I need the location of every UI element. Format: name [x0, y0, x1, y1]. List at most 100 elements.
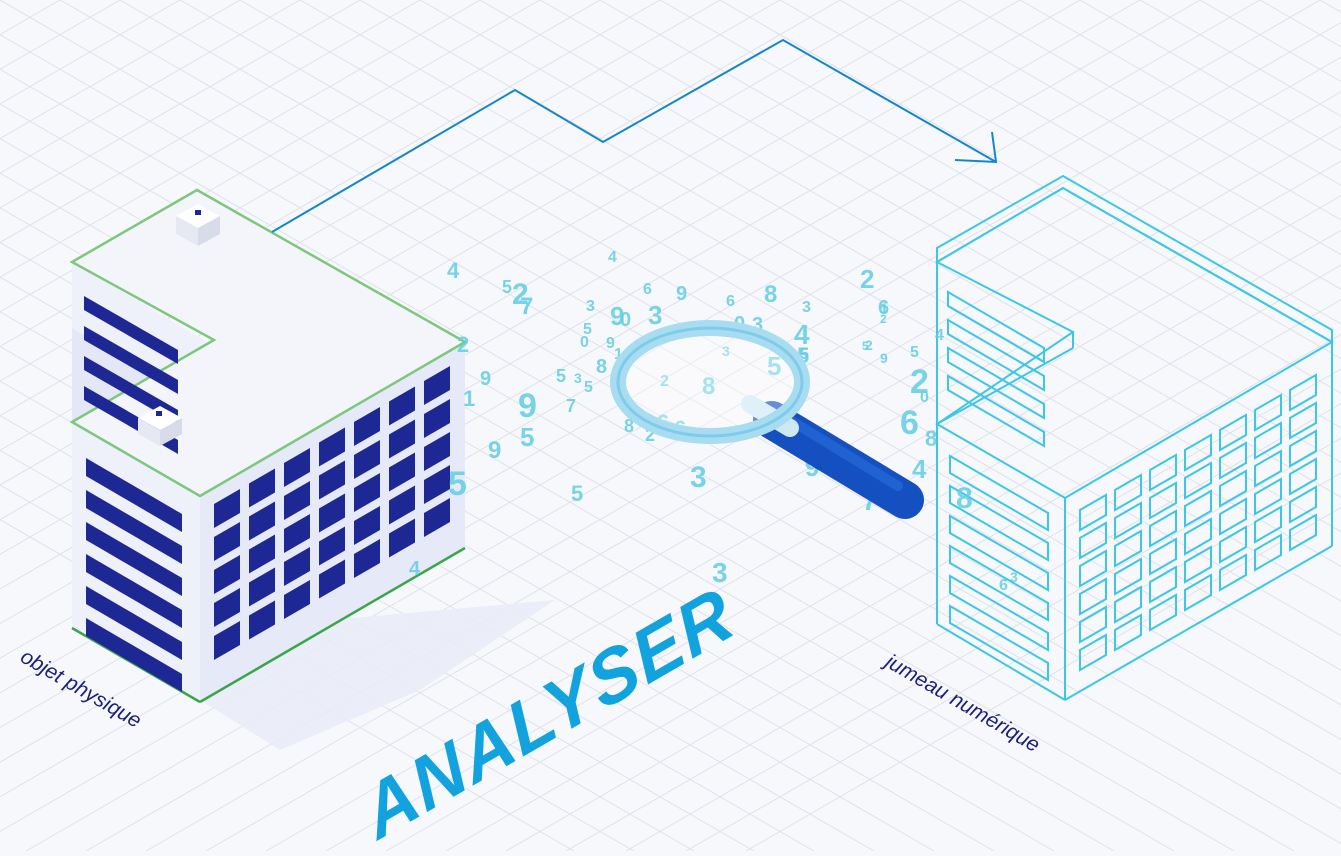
digit: 5	[502, 277, 512, 297]
digit: 4	[935, 327, 944, 344]
window	[214, 621, 240, 660]
twin-bar	[947, 346, 1045, 420]
twin-window	[1289, 401, 1317, 440]
physical-building	[69, 188, 468, 704]
twin-window	[1079, 633, 1107, 672]
grid-line	[325, 264, 1341, 851]
window	[354, 440, 380, 479]
window	[249, 600, 275, 640]
twin-window	[1184, 489, 1212, 528]
twin-window	[1254, 533, 1282, 572]
twin-window	[1289, 513, 1317, 552]
digit: 3	[802, 299, 811, 316]
window	[249, 534, 275, 574]
window	[424, 465, 450, 504]
digit: 5	[571, 481, 583, 506]
digit: 6	[726, 293, 735, 310]
window	[354, 407, 380, 446]
twin-window	[1079, 493, 1107, 532]
grid-line	[0, 0, 781, 451]
window	[424, 366, 450, 405]
window	[424, 498, 450, 537]
digit: 6	[643, 281, 652, 298]
grid-line	[0, 103, 1295, 851]
twin-window	[1219, 553, 1247, 592]
grid-line	[505, 368, 1341, 851]
twin-window	[1114, 501, 1142, 540]
digit: 3	[574, 370, 582, 386]
digit: 7	[566, 396, 576, 416]
twin-window	[1079, 577, 1107, 616]
twin-window	[1289, 429, 1317, 468]
facade-bar	[84, 326, 178, 394]
grid-line	[145, 160, 1341, 851]
digit: 2	[645, 425, 655, 445]
twin-window	[1149, 565, 1177, 604]
facade-bar	[86, 490, 182, 564]
twin-window	[1114, 473, 1142, 512]
digit: 6	[878, 297, 889, 319]
digit: 9	[880, 350, 888, 366]
facade-bar	[86, 458, 182, 532]
digit: 4	[912, 454, 927, 484]
grid-line	[0, 484, 635, 851]
digit: 5	[767, 351, 781, 381]
window	[249, 567, 275, 607]
window	[284, 580, 310, 619]
window	[319, 559, 345, 599]
twin-bar	[949, 484, 1049, 562]
twin-window	[1254, 477, 1282, 516]
digit: 9	[606, 335, 615, 352]
digit: 3	[648, 300, 662, 330]
grid-line	[779, 0, 1341, 325]
arrow-icon	[271, 38, 998, 233]
window	[284, 547, 310, 586]
window	[249, 501, 275, 541]
digit: 6	[900, 404, 919, 442]
twin-window	[1114, 557, 1142, 596]
digit: 0	[920, 389, 929, 406]
twin-bar	[947, 318, 1045, 392]
twin-window	[1254, 449, 1282, 488]
window	[389, 386, 415, 426]
digit: 9	[610, 301, 624, 331]
digit: 5	[583, 321, 592, 338]
digit: 2	[457, 332, 469, 357]
grid-line	[0, 0, 601, 347]
digit: 8	[764, 281, 777, 308]
digit: 4	[608, 249, 617, 266]
twin-window	[1149, 593, 1177, 632]
digit: 1	[463, 386, 475, 411]
grid-line	[0, 0, 361, 209]
twin-window	[1254, 421, 1282, 460]
twin-window	[1149, 509, 1177, 548]
grid-line	[839, 0, 1341, 290]
window	[214, 522, 240, 561]
digit: 2	[880, 312, 887, 326]
window	[354, 506, 380, 545]
grid-line	[0, 137, 1235, 851]
digit: 9	[480, 368, 491, 390]
window	[319, 526, 345, 566]
roof-vent	[176, 204, 220, 246]
twin-window	[1079, 521, 1107, 560]
digit: 1	[614, 346, 623, 363]
twin-window	[1219, 413, 1247, 452]
twin-window	[1219, 497, 1247, 536]
digit: 3	[1010, 569, 1018, 585]
window	[389, 419, 415, 459]
grid-line	[385, 299, 1341, 851]
window	[389, 485, 415, 525]
twin-window	[1149, 453, 1177, 492]
grid-line	[685, 472, 1341, 851]
digit: 2	[512, 278, 529, 311]
twin-bar	[949, 544, 1049, 622]
window	[354, 539, 380, 578]
digit: 3	[752, 314, 763, 336]
digit: 3	[586, 298, 595, 315]
twin-window	[1184, 573, 1212, 612]
window	[424, 432, 450, 471]
grid-line	[239, 0, 1341, 637]
right-facade-windows	[214, 366, 450, 660]
